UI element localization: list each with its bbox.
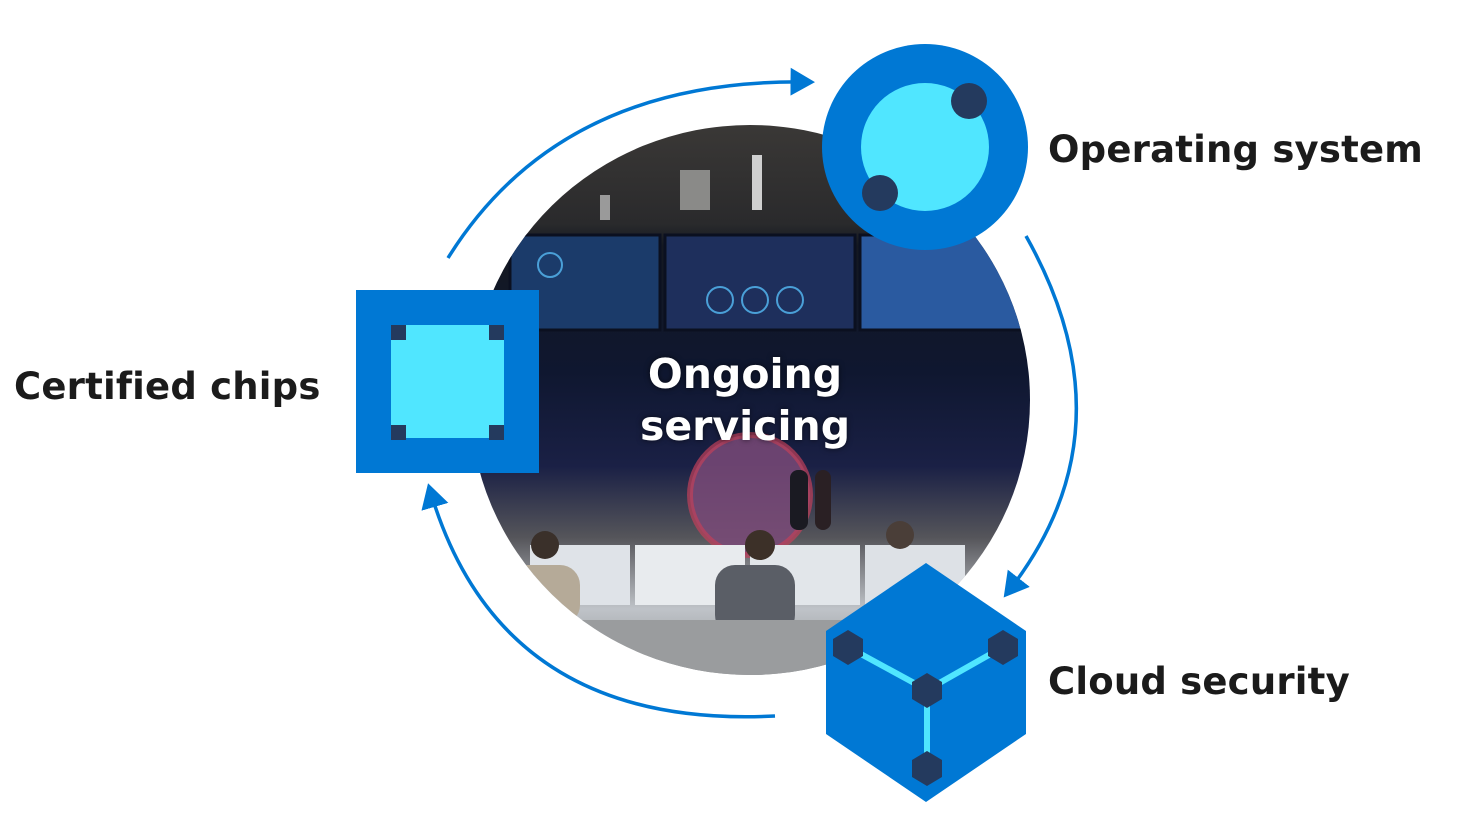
arrow-chips-to-os	[446, 67, 815, 259]
arrow-os-to-cloud	[1003, 235, 1079, 598]
label-cloud-security: Cloud security	[1048, 660, 1350, 703]
center-title-line2: servicing	[639, 402, 851, 450]
ceiling-light	[600, 195, 610, 220]
presenter	[815, 470, 831, 530]
hexagon-network-icon	[826, 563, 1026, 802]
wall-screen	[508, 233, 662, 332]
chip-square-icon	[356, 290, 539, 473]
screen-widget	[537, 252, 563, 278]
operator	[745, 530, 775, 560]
label-operating-system: Operating system	[1048, 128, 1424, 171]
circle-orbit-icon	[822, 44, 1028, 250]
operator	[886, 521, 914, 549]
presenter	[790, 470, 808, 530]
screen-widget	[776, 286, 804, 314]
ceiling-light	[752, 155, 762, 210]
operator	[531, 531, 559, 559]
center-title: Ongoing servicing	[560, 348, 930, 452]
globe-display	[690, 435, 810, 555]
screen-widget	[706, 286, 734, 314]
screen-widget	[741, 286, 769, 314]
arrow-cloud-to-chips	[421, 483, 776, 719]
ceiling-light	[680, 170, 710, 210]
operator-body	[715, 565, 795, 635]
label-certified-chips: Certified chips	[14, 365, 321, 408]
wall-screen	[663, 233, 857, 332]
center-title-line1: Ongoing	[647, 350, 843, 398]
